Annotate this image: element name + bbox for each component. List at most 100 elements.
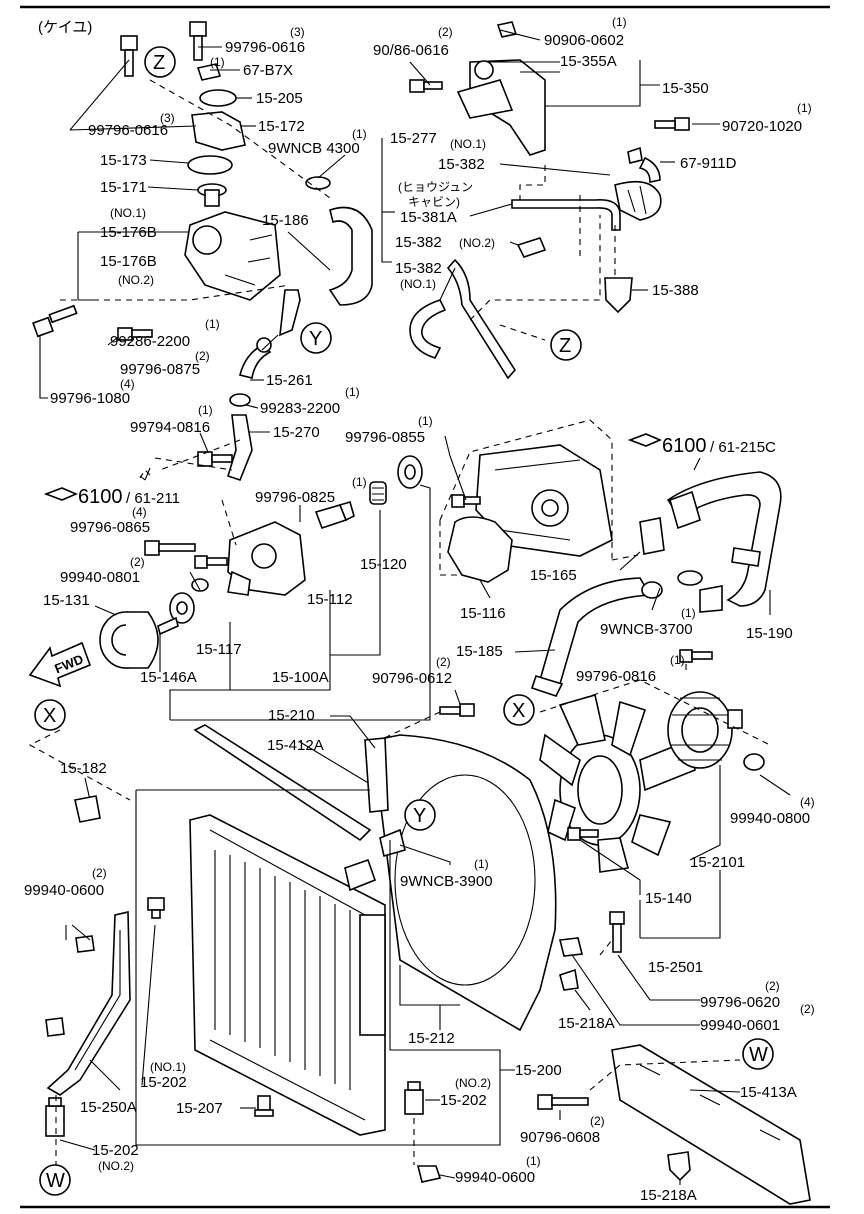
hose-icon[interactable] <box>239 344 272 379</box>
bolt-icon[interactable] <box>120 35 138 77</box>
part-number-label[interactable]: 99940-0801 <box>60 569 140 586</box>
clip-icon[interactable] <box>627 146 643 164</box>
part-number-label[interactable]: 15-173 <box>100 152 147 169</box>
hose-icon[interactable] <box>409 299 447 359</box>
bolt-icon[interactable] <box>567 827 599 841</box>
nut-icon[interactable] <box>743 753 765 771</box>
bolt-icon[interactable] <box>451 494 481 508</box>
reference-label[interactable]: / 61-215C <box>710 439 776 456</box>
reference-label[interactable]: 6100 <box>662 435 707 457</box>
part-number-label[interactable]: 15-202 <box>140 1074 187 1091</box>
clamp-icon[interactable] <box>256 337 272 353</box>
part-number-label[interactable]: 15-412A <box>267 737 324 754</box>
part-number-label[interactable]: 15-171 <box>100 179 147 196</box>
part-number-label[interactable]: 15-212 <box>408 1030 455 1047</box>
reference-label[interactable]: / 61-211 <box>126 490 180 507</box>
part-number-label[interactable]: 99796-0616 <box>88 122 168 139</box>
thermostat-housing-icon[interactable] <box>184 211 281 301</box>
clamp-icon[interactable] <box>641 581 663 599</box>
fan-clutch-icon[interactable] <box>667 691 743 769</box>
part-number-label[interactable]: 15-250A <box>80 1099 137 1116</box>
part-number-label[interactable]: 67-911D <box>680 155 737 172</box>
hose-icon[interactable] <box>328 206 373 306</box>
bracket-icon[interactable] <box>456 59 546 156</box>
nut-icon[interactable] <box>45 1017 65 1037</box>
part-number-label[interactable]: 15-355A <box>560 53 617 70</box>
clip-icon[interactable] <box>667 1151 691 1182</box>
part-number-label[interactable]: 15-190 <box>746 625 793 642</box>
bolt-icon[interactable] <box>609 911 625 953</box>
part-number-label[interactable]: 15-350 <box>662 80 709 97</box>
part-number-label[interactable]: 15-176B <box>100 253 157 270</box>
part-number-label[interactable]: 15-116 <box>460 605 506 622</box>
clip-icon[interactable] <box>638 156 661 183</box>
part-number-label[interactable]: 15-2101 <box>690 854 745 871</box>
part-number-label[interactable]: 15-218A <box>640 1187 697 1204</box>
part-number-label[interactable]: 99940-0601 <box>700 1017 780 1034</box>
bolt-icon[interactable] <box>32 304 78 338</box>
part-number-label[interactable]: 99796-0875 <box>120 361 200 378</box>
part-number-label[interactable]: 90/86-0616 <box>373 42 449 59</box>
part-number-label[interactable]: 9WNCB 4300 <box>268 140 360 157</box>
part-number-label[interactable]: 99283-2200 <box>260 400 340 417</box>
part-number-label[interactable]: 15-202 <box>440 1092 487 1109</box>
nut-icon[interactable] <box>75 935 95 953</box>
part-number-label[interactable]: 67-B7X <box>243 62 293 79</box>
fan-icon[interactable] <box>539 693 696 873</box>
clip-icon[interactable] <box>559 968 579 991</box>
clamp-icon[interactable] <box>379 828 406 858</box>
part-number-label[interactable]: 99940-0800 <box>730 810 810 827</box>
part-number-label[interactable]: 15-202 <box>92 1142 139 1159</box>
part-number-label[interactable]: 15-382 <box>395 260 442 277</box>
part-number-label[interactable]: 9WNCB-3700 <box>600 621 693 638</box>
bolt-icon[interactable] <box>197 451 233 467</box>
impeller-icon[interactable] <box>369 481 387 505</box>
gasket-icon[interactable] <box>187 155 233 175</box>
grommet-icon[interactable] <box>604 277 633 314</box>
pulley-icon[interactable] <box>99 611 159 669</box>
bolt-icon[interactable] <box>439 703 475 717</box>
part-number-label[interactable]: 15-2501 <box>648 959 703 976</box>
brace-icon[interactable] <box>46 910 131 1096</box>
part-number-label[interactable]: 15-185 <box>456 643 503 660</box>
drain-cock-icon[interactable] <box>147 897 165 919</box>
part-number-label[interactable]: 15-140 <box>645 890 692 907</box>
part-number-label[interactable]: 99794-0816 <box>130 419 210 436</box>
thermostat-icon[interactable] <box>197 183 227 207</box>
nut-icon[interactable] <box>496 21 518 38</box>
part-number-label[interactable]: 90720-1020 <box>722 118 802 135</box>
part-number-label[interactable]: 90796-0612 <box>372 670 452 687</box>
sensor-icon[interactable] <box>196 63 222 81</box>
part-number-label[interactable]: 15-112 <box>307 591 353 608</box>
seal-icon[interactable] <box>193 724 372 842</box>
bolt-icon[interactable] <box>117 327 153 341</box>
part-number-label[interactable]: 99796-0620 <box>700 994 780 1011</box>
part-number-label[interactable]: 15-176B <box>100 224 157 241</box>
part-number-label[interactable]: 90796-0608 <box>520 1129 600 1146</box>
gasket-icon[interactable] <box>199 89 237 107</box>
part-number-label[interactable]: 15-117 <box>196 641 242 658</box>
part-number-label[interactable]: 15-205 <box>256 90 303 107</box>
mount-cushion-icon[interactable] <box>404 1081 424 1115</box>
pipe-icon[interactable] <box>279 289 301 337</box>
cap-icon[interactable] <box>74 795 101 823</box>
bearing-icon[interactable] <box>397 455 423 489</box>
part-number-label[interactable]: 15-146A <box>140 669 197 686</box>
hose-icon[interactable] <box>516 237 547 258</box>
bolt-icon[interactable] <box>409 79 443 93</box>
part-number-label[interactable]: 15-261 <box>266 372 313 389</box>
nut-icon[interactable] <box>416 1165 442 1183</box>
reference-label[interactable]: 6100 <box>78 486 123 508</box>
gasket-icon[interactable] <box>639 517 665 555</box>
part-number-label[interactable]: 15-100A <box>272 669 329 686</box>
part-number-label[interactable]: 9WNCB-3900 <box>400 873 493 890</box>
stud-icon[interactable] <box>157 616 179 636</box>
part-number-label[interactable]: 15-186 <box>262 212 309 229</box>
part-number-label[interactable]: 15-182 <box>60 760 107 777</box>
part-number-label[interactable]: 99796-0865 <box>70 519 150 536</box>
part-number-label[interactable]: 90906-0602 <box>544 32 624 49</box>
timing-cover-icon[interactable] <box>475 444 613 557</box>
hose-icon[interactable] <box>699 585 723 613</box>
part-number-label[interactable]: 99286-2200 <box>110 333 190 350</box>
part-number-label[interactable]: 15-382 <box>438 156 485 173</box>
